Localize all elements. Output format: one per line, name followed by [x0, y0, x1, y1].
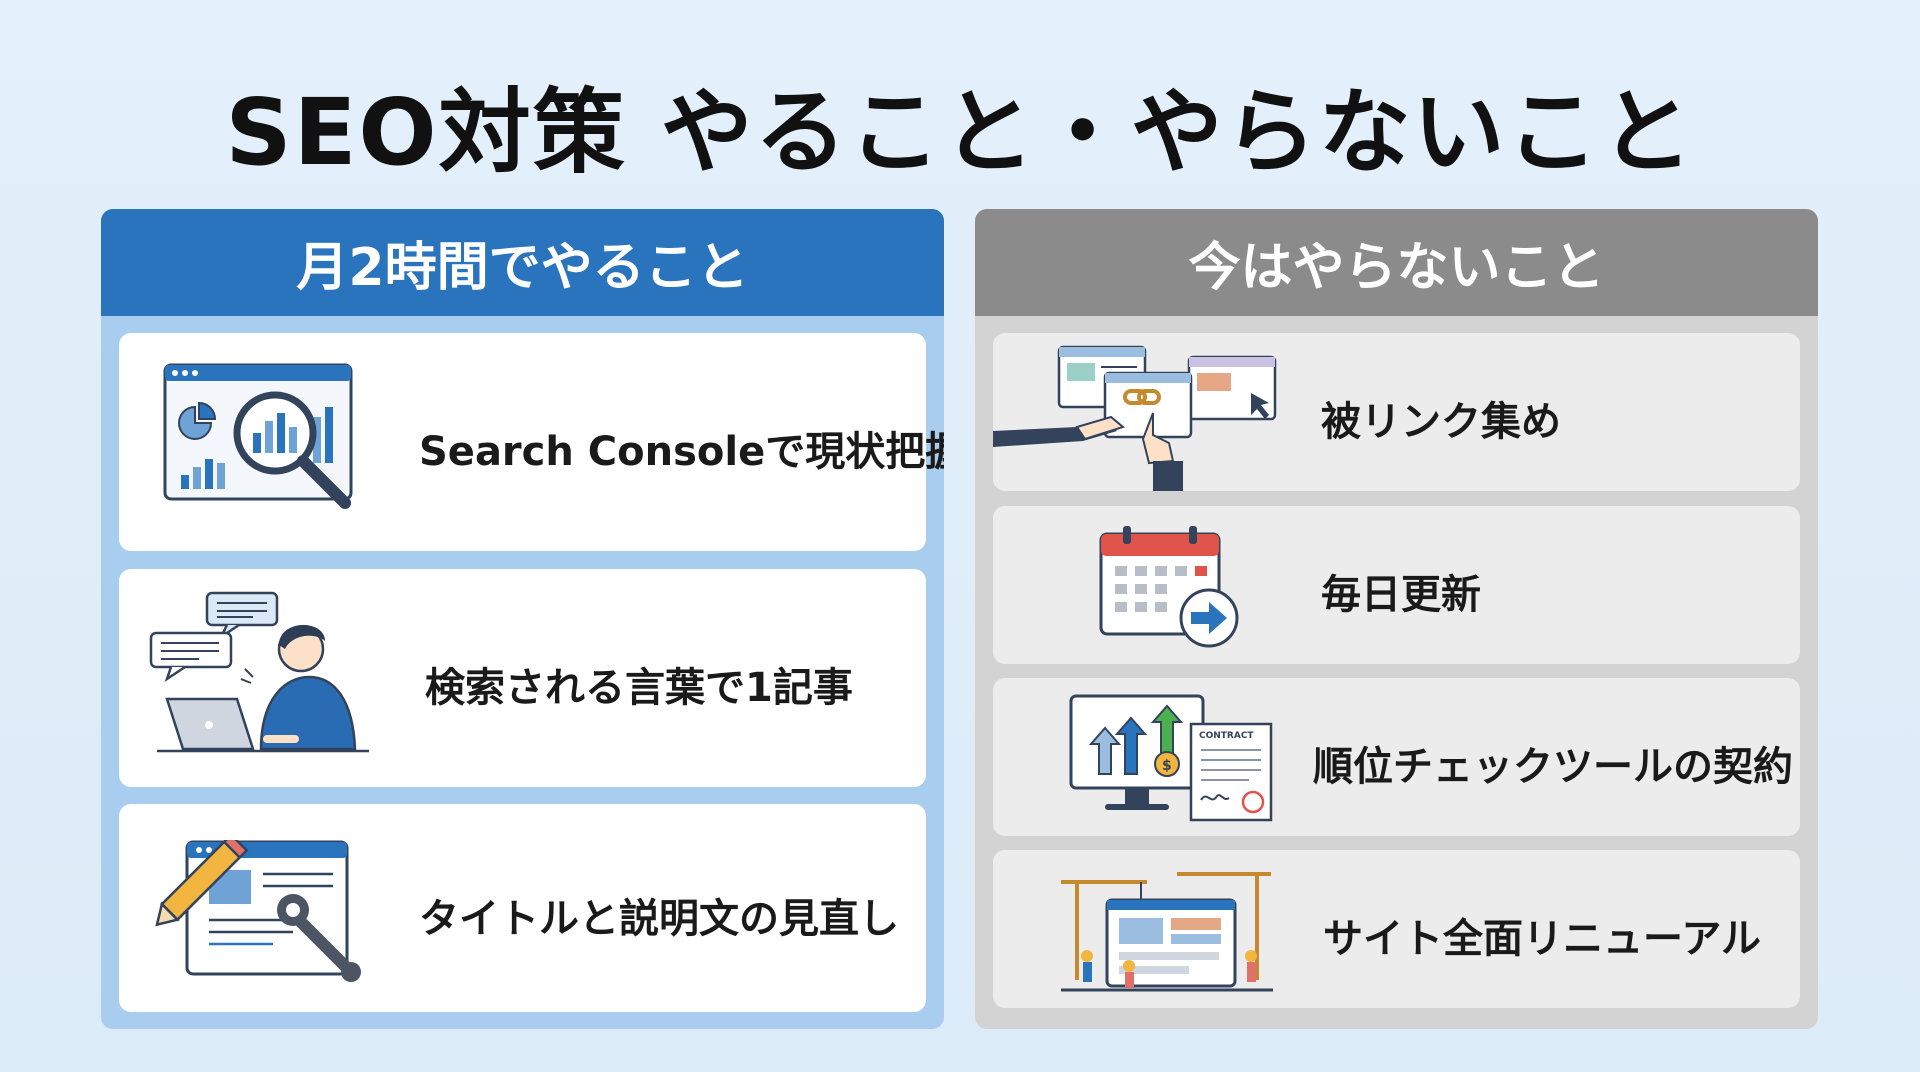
- dont-item-label: 被リンク集め: [1321, 399, 1561, 445]
- do-item-label: タイトルと説明文の見直し: [419, 896, 899, 942]
- dont-item-label: 毎日更新: [1321, 572, 1481, 618]
- do-item-label: Search Consoleで現状把握: [419, 429, 944, 475]
- monitor-contract-icon: $ CONTRACT: [1069, 694, 1279, 824]
- dont-item-label: サイト全面リニューアル: [1323, 916, 1761, 962]
- dont-item-backlinks: 被リンク集め: [993, 333, 1800, 491]
- dont-item-site-renewal: サイト全面リニューアル: [993, 850, 1800, 1008]
- page-title: SEO対策 やること・やらないこと: [225, 79, 1695, 186]
- do-panel: 月2時間でやること Se: [101, 209, 944, 1029]
- do-item-title-review: タイトルと説明文の見直し: [119, 804, 926, 1012]
- do-item-search-console: Search Consoleで現状把握: [119, 333, 944, 551]
- analytics-magnifier-icon: [163, 363, 363, 523]
- link-building-icon: [993, 343, 1283, 493]
- dont-panel-header: 今はやらないこと: [975, 209, 1818, 316]
- dont-item-label: 順位チェックツールの契約: [1313, 744, 1793, 790]
- dont-item-rank-tool: $ CONTRACT 順位チェックツールの契約: [993, 678, 1800, 836]
- edit-wrench-icon: [153, 840, 383, 990]
- person-laptop-icon: [149, 589, 379, 769]
- do-item-write-article: 検索される言葉で1記事: [119, 569, 926, 787]
- calendar-arrow-icon: [1097, 524, 1247, 654]
- dont-item-daily-update: 毎日更新: [993, 506, 1800, 664]
- dont-panel: 今はやらないこと 被リンク集め: [975, 209, 1818, 1029]
- site-construction-icon: [1057, 860, 1277, 1000]
- contract-text: CONTRACT: [1199, 731, 1254, 741]
- do-item-label: 検索される言葉で1記事: [425, 665, 853, 711]
- do-panel-header: 月2時間でやること: [101, 209, 944, 316]
- svg-text:$: $: [1162, 758, 1172, 774]
